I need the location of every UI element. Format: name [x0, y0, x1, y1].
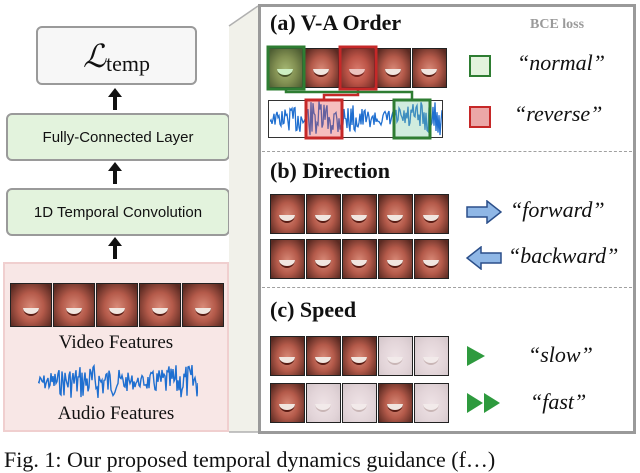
section-divider	[262, 287, 632, 288]
video-frame	[414, 336, 449, 376]
backward-strip	[270, 239, 450, 279]
arrow-left-icon	[466, 246, 502, 270]
va-order-title: (a) V-A Order	[270, 10, 402, 35]
video-frame	[306, 336, 341, 376]
loss-subscript: temp	[106, 50, 151, 76]
fast-label: “fast”	[530, 389, 587, 414]
video-frame	[378, 383, 413, 423]
video-frame	[376, 48, 411, 88]
video-frame	[182, 283, 224, 327]
arrow-up-icon	[108, 237, 122, 259]
fast-forward-icon	[467, 393, 500, 413]
video-features-label: Video Features	[58, 332, 174, 353]
speed-title: (c) Speed	[270, 297, 357, 322]
fast-strip	[270, 383, 450, 423]
fc-label: Fully-Connected Layer	[42, 128, 194, 146]
va-video-strip	[268, 48, 448, 88]
video-frame	[306, 194, 341, 234]
video-frame	[414, 239, 449, 279]
temporal-convolution-box: 1D Temporal Convolution	[6, 188, 230, 236]
slow-label: “slow”	[528, 342, 593, 367]
arrow-up-icon	[108, 162, 122, 184]
play-icon	[467, 346, 485, 366]
video-frame	[96, 283, 138, 327]
video-frame	[342, 194, 377, 234]
video-frame	[10, 283, 52, 327]
video-frame	[270, 383, 305, 423]
video-frame	[378, 239, 413, 279]
reverse-legend-square	[469, 106, 491, 128]
video-frame	[414, 194, 449, 234]
video-frame	[306, 239, 341, 279]
backward-label: “backward”	[508, 243, 619, 268]
video-frame	[414, 383, 449, 423]
video-frame	[342, 383, 377, 423]
video-frame	[378, 336, 413, 376]
video-frame	[342, 336, 377, 376]
video-features-strip	[10, 283, 224, 327]
section-divider	[262, 151, 632, 152]
video-frame	[270, 239, 305, 279]
video-frame	[306, 383, 341, 423]
arrow-right-icon	[466, 200, 502, 224]
forward-label: “forward”	[510, 197, 605, 222]
audio-waveform	[38, 364, 198, 398]
reverse-label: “reverse”	[514, 101, 603, 126]
loss-box: ℒ temp	[36, 26, 197, 85]
forward-strip	[270, 194, 450, 234]
figure-caption: Fig. 1: Our proposed temporal dynamics g…	[4, 447, 496, 472]
normal-label: “normal”	[517, 50, 606, 75]
video-frame	[53, 283, 95, 327]
loss-symbol: ℒ	[82, 37, 107, 74]
bce-loss-label: BCE loss	[530, 17, 585, 32]
video-frame	[270, 194, 305, 234]
video-frame	[270, 336, 305, 376]
video-frame	[378, 194, 413, 234]
video-frame	[139, 283, 181, 327]
conv-label: 1D Temporal Convolution	[33, 203, 203, 221]
video-frame	[342, 239, 377, 279]
video-frame	[412, 48, 447, 88]
fully-connected-layer-box: Fully-Connected Layer	[6, 113, 230, 161]
audio-features-label: Audio Features	[57, 403, 175, 424]
va-audio-waveform	[270, 101, 442, 136]
direction-title: (b) Direction	[270, 158, 390, 183]
slow-strip	[270, 336, 450, 376]
arrow-up-icon	[108, 88, 122, 110]
normal-legend-square	[469, 55, 491, 77]
